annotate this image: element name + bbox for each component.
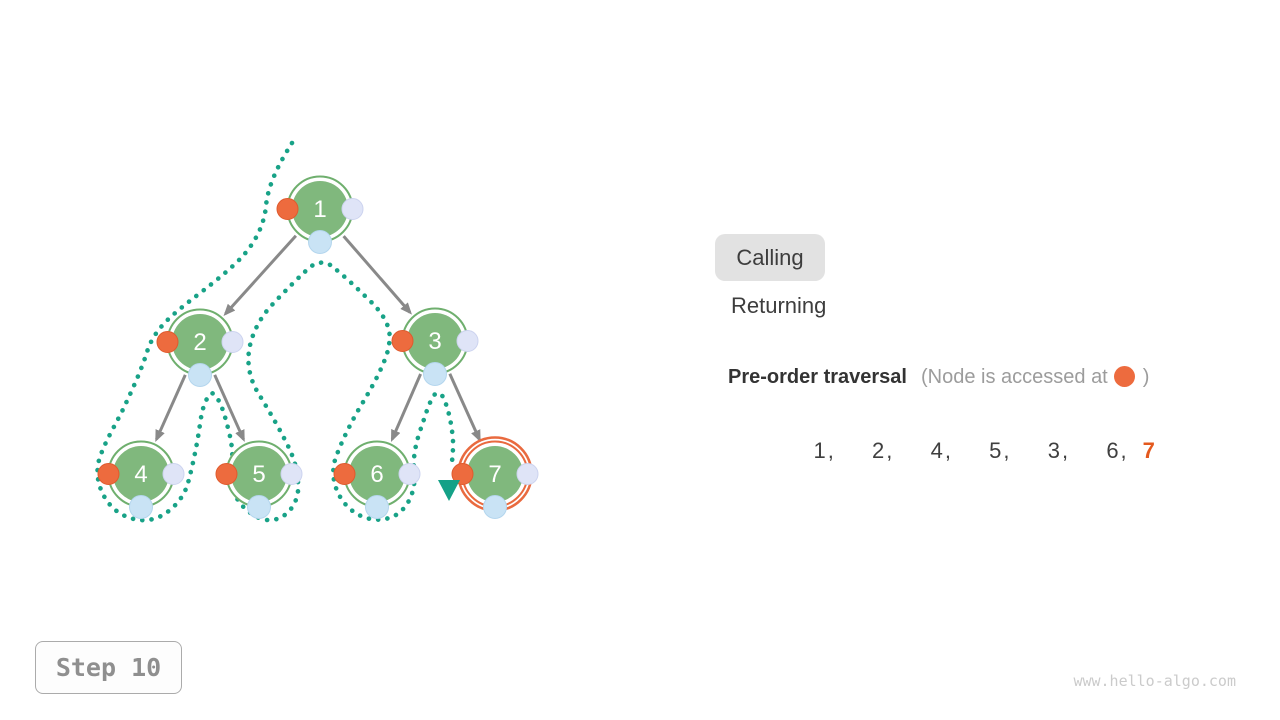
edge-2-4 <box>155 374 187 443</box>
access-dot <box>156 331 179 353</box>
return-dot <box>516 463 539 485</box>
traversal-header: Pre-order traversal (Node is accessed at) <box>728 366 1149 389</box>
step-indicator: Step 10 <box>35 641 182 694</box>
bottom-dot <box>308 230 332 254</box>
access-dot-icon <box>1113 366 1135 387</box>
site-watermark: www.hello-algo.com <box>1073 672 1236 690</box>
access-dot <box>451 463 474 485</box>
edge-3-7 <box>448 373 481 443</box>
return-dot <box>221 331 244 353</box>
edge-2-5 <box>213 374 245 443</box>
traversal-note-prefix: (Node is accessed at <box>920 366 1108 388</box>
edge-1-3 <box>342 235 412 315</box>
bottom-dot <box>188 363 212 387</box>
bottom-dot <box>483 495 507 519</box>
return-dot <box>398 463 421 485</box>
tree-edges <box>155 234 481 443</box>
state-legend: Calling Returning <box>715 234 826 319</box>
tree-node-7-highlighted: 7 <box>451 436 539 519</box>
bottom-dot <box>129 495 153 519</box>
node-3-label: 3 <box>428 328 441 355</box>
traversal-sequence: 1, 2, 4, 5, 3, 6, 7 <box>741 412 1155 490</box>
sequence-current-value: 7 <box>1142 438 1155 463</box>
calling-state-button[interactable]: Calling <box>715 234 825 281</box>
tree-node-2: 2 <box>156 308 244 387</box>
return-dot <box>280 463 303 485</box>
access-dot <box>97 463 120 485</box>
return-dot <box>341 198 364 220</box>
returning-state-button[interactable]: Returning <box>731 293 827 318</box>
bottom-dot <box>365 495 389 519</box>
tree-node-3: 3 <box>391 307 479 386</box>
node-2-label: 2 <box>193 329 206 356</box>
node-6-label: 6 <box>370 461 383 488</box>
return-dot <box>456 330 479 352</box>
current-pointer-triangle-icon <box>438 480 460 501</box>
tree-node-6: 6 <box>333 440 421 519</box>
tree-node-5: 5 <box>215 440 303 519</box>
tree-node-1: 1 <box>276 175 364 254</box>
traversal-note-suffix: ) <box>1142 366 1150 388</box>
sequence-visited: 1, 2, 4, 5, 3, 6, <box>813 438 1129 463</box>
access-dot <box>215 463 238 485</box>
node-5-label: 5 <box>252 461 265 488</box>
access-dot <box>391 330 414 352</box>
tree-node-4: 4 <box>97 440 185 519</box>
traversal-title: Pre-order traversal <box>728 366 907 388</box>
node-4-label: 4 <box>134 461 147 488</box>
bottom-dot <box>247 495 271 519</box>
node-1-label: 1 <box>313 196 326 223</box>
edge-1-2 <box>223 234 298 317</box>
node-7-label: 7 <box>488 461 501 488</box>
access-dot <box>333 463 356 485</box>
return-dot <box>162 463 185 485</box>
edge-3-6 <box>390 373 422 442</box>
bottom-dot <box>423 362 447 386</box>
access-dot <box>276 198 299 220</box>
